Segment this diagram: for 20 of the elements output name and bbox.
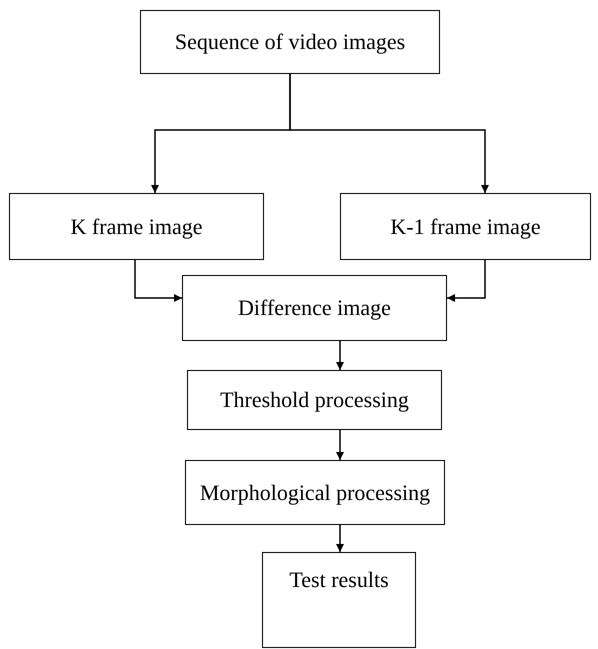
- arrow: [447, 260, 486, 302]
- process-box: [185, 460, 445, 525]
- process-box: [187, 370, 442, 430]
- box-label: K-1 frame image: [390, 214, 541, 240]
- process-box: [140, 10, 440, 74]
- arrow: [289, 74, 489, 193]
- box-label: Sequence of video images: [174, 29, 406, 55]
- process-box: [182, 275, 447, 341]
- process-box: [340, 193, 591, 260]
- arrow: [336, 341, 344, 370]
- box-label: Morphological processing: [200, 480, 430, 506]
- arrow: [134, 260, 182, 302]
- process-box: [9, 193, 264, 260]
- box-label: Threshold processing: [220, 387, 409, 413]
- arrow: [336, 430, 344, 460]
- arrow: [336, 525, 344, 552]
- box-label: K frame image: [70, 214, 202, 240]
- box-label: Test results: [289, 567, 389, 593]
- box-label: Difference image: [238, 295, 391, 321]
- process-box: [262, 552, 416, 648]
